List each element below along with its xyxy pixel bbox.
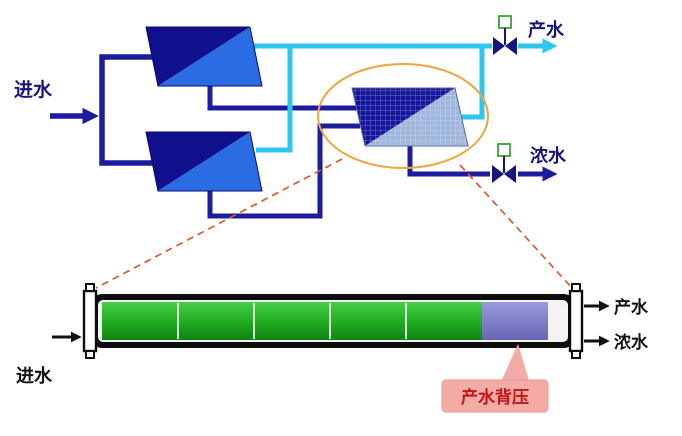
product-valve-icon <box>493 15 517 55</box>
concentrate-pipes <box>207 84 558 219</box>
membrane2-concentrate-pipe <box>207 123 360 219</box>
vessel-left-flange-tab-top <box>85 283 95 292</box>
zoom-leader-right <box>459 164 573 289</box>
membrane-1-outline <box>145 26 263 87</box>
product-valve-body-right <box>505 37 517 55</box>
concentrate-label-bottom: 浓水 <box>614 332 649 353</box>
stage2-concentrate-pipe <box>407 144 490 177</box>
product-label-top: 产水 <box>528 19 565 41</box>
concentrate-label-top: 浓水 <box>530 145 567 167</box>
membrane2-permeate-pipe <box>256 45 293 153</box>
product-valve-actuator-square <box>498 15 512 29</box>
zoom-leader-lines <box>95 158 573 289</box>
product-label-bottom: 产水 <box>614 297 649 318</box>
vessel-element-dividers <box>177 303 407 339</box>
membrane-3-mesh-overlay <box>351 87 469 147</box>
membrane-2-outline <box>145 131 263 192</box>
zoom-highlight-ellipse <box>317 63 489 169</box>
vessel-left-flange-tab-bottom <box>85 350 95 359</box>
feed-branch-pipe <box>99 54 156 166</box>
backpressure-callout-pointer <box>500 344 530 384</box>
vessel-right-flange-plate <box>568 289 584 353</box>
membrane-1-light-half <box>158 27 262 86</box>
pressure-vessel: 进水 产水 浓水 <box>16 283 649 387</box>
flow-schematic: 进水 产水 浓水 <box>14 15 567 219</box>
concentrate-valve-body-left <box>492 165 504 183</box>
membrane-2-light-half <box>158 132 262 191</box>
membrane-3-icon <box>351 87 469 147</box>
membrane1-concentrate-pipe <box>207 84 360 111</box>
membrane-1-icon <box>145 26 263 87</box>
vessel-right-flange-tab-bottom <box>571 350 581 359</box>
vessel-backpressure-element <box>482 302 548 340</box>
vessel-right-flange-tab-top <box>571 283 581 292</box>
backpressure-callout-box <box>441 379 549 413</box>
backpressure-callout-label: 产水背压 <box>461 387 529 408</box>
concentrate-valve-icon <box>492 143 516 183</box>
membrane-2-icon <box>145 131 263 192</box>
feed-pipes <box>50 54 156 166</box>
vessel-right-flange <box>568 283 584 359</box>
membrane3-permeate-pipe <box>456 45 485 120</box>
vessel-left-flange-plate <box>82 289 98 353</box>
membrane-2-dark-half <box>146 132 250 191</box>
feed-label-bottom: 进水 <box>16 365 53 387</box>
feed-label-top: 进水 <box>14 79 53 101</box>
vessel-membrane-elements <box>102 302 482 340</box>
product-valve-body-left <box>493 37 505 55</box>
membrane-1-dark-half <box>146 27 250 86</box>
zoom-leader-left <box>95 158 343 289</box>
concentrate-valve-actuator-square <box>497 143 511 157</box>
backpressure-callout: 产水背压 <box>441 344 549 413</box>
concentrate-valve-body-right <box>504 165 516 183</box>
vessel-left-flange <box>82 283 98 359</box>
permeate-pipes <box>254 38 558 153</box>
